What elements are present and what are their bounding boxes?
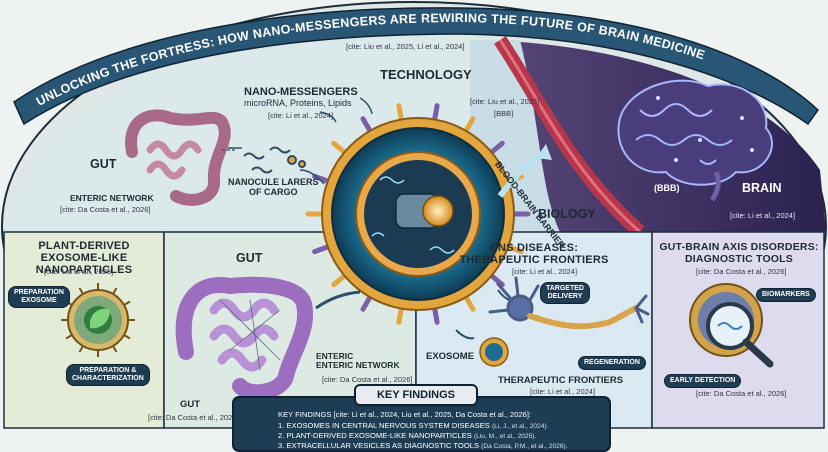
- targeted-delivery-badge: TARGETED DELIVERY: [540, 282, 590, 305]
- gba-panel-cite: [cite: Da Costa et al., 2026]: [696, 267, 787, 276]
- gut-panel-enteric-cite: [cite: Da Costa et al., 2026]: [322, 375, 413, 384]
- gut-label-top: GUT: [90, 157, 117, 171]
- bbb-paren-label: (BBB): [654, 183, 680, 193]
- nano-messengers-title: NANO-MESSENGERS: [244, 86, 358, 98]
- plant-panel-title: PLANT-DERIVED EXOSOME-LIKE NANOPARTICLES: [35, 240, 133, 277]
- biology-label: BIOLOGY: [538, 207, 596, 221]
- key-finding-source: (Da Costa, P.M., et al., 2026).: [481, 443, 568, 450]
- flow-arrows: [228, 97, 523, 340]
- bbb-tag: [BBB]: [494, 109, 514, 118]
- gut-panel-enteric: ENTERIC ENTERIC NETWORK: [316, 351, 400, 371]
- key-findings-header: KEY FINDINGS [cite: Li et al., 2024, Liu…: [278, 410, 532, 419]
- bbb-cite: [cite: Liu et al., 2025]: [470, 97, 540, 106]
- early-detection-badge: EARLY DETECTION: [664, 374, 742, 389]
- banner-ribbon: [13, 7, 819, 126]
- diagnostic-illustration: [689, 283, 774, 368]
- cns-exosome-label: EXOSOME: [426, 351, 475, 362]
- therapeutic-frontiers-label: THERAPEUTIC FRONTIERS: [498, 375, 624, 386]
- key-findings-tab: KEY FINDINGS: [354, 384, 478, 406]
- nano-messengers-cite: [cite: Li et al., 2024]: [268, 111, 334, 120]
- gut-panel-gut2: GUT: [180, 399, 201, 410]
- key-finding-item: 3. EXTRACELLULAR VESICLES AS DIAGNOSTIC …: [278, 441, 568, 450]
- early-detection-cite: [cite: Da Costa et al., 2026]: [696, 389, 787, 398]
- key-finding-item: 1. EXOSOMES IN CENTRAL NERVOUS SYSTEM DI…: [278, 421, 548, 430]
- key-finding-text: 1. EXOSOMES IN CENTRAL NERVOUS SYSTEM DI…: [278, 421, 490, 430]
- nano-messengers-subtitle: microRNA, Proteins, Lipids: [244, 98, 352, 108]
- gut-panel-gut2-cite: [cite: Da Costa et al., 2026]: [148, 413, 239, 422]
- exosome-vesicle: [305, 103, 531, 325]
- gut-illustration-bottom: [175, 276, 314, 401]
- brain-sparkles: [656, 96, 754, 162]
- brain-cite: [cite: Li et al., 2024]: [730, 211, 796, 220]
- banner-cite: [cite: Liu et al., 2025, Li et al., 2024…: [346, 42, 465, 51]
- cns-exosome-small: [479, 337, 509, 367]
- enteric-label-top: ENTERIC NETWORK: [70, 193, 154, 203]
- gut-panel-title: GUT: [236, 251, 263, 265]
- key-finding-text: 3. EXTRACELLULAR VESICLES AS DIAGNOSTIC …: [278, 441, 480, 450]
- brain-label: BRAIN: [742, 181, 782, 195]
- therapeutic-frontiers-cite: [cite: Li et al., 2024]: [530, 387, 596, 396]
- cargo-squiggles: [222, 146, 306, 174]
- cargo-label: NANOCULE LARERS OF CARGO: [228, 177, 319, 197]
- plant-exosome-illustration: [61, 283, 135, 357]
- prep-exosome-badge: PREPARATION EXOSOME: [8, 286, 70, 309]
- prep-characterization-badge: PREPARATION & CHARACTERIZATION: [66, 364, 150, 387]
- key-finding-source: (Liu, M., et al., 2025).: [473, 433, 537, 440]
- cns-panel-cite: [cite: Li et al., 2024]: [512, 267, 578, 276]
- key-finding-text: 2. PLANT-DERIVED EXOSOME-LIKE NANOPARTIC…: [278, 431, 472, 440]
- brain-illustration: [617, 79, 773, 202]
- key-finding-source: (Li, J., et al., 2024).: [491, 423, 549, 430]
- technology-label: TECHNOLOGY: [380, 67, 472, 82]
- regeneration-badge: REGENERATION: [578, 356, 646, 371]
- gba-panel-title: GUT-BRAIN AXIS DISORDERS: DIAGNOSTIC TOO…: [659, 241, 819, 265]
- neuron-illustration: [488, 276, 650, 330]
- biomarkers-badge: BIOMARKERS: [756, 288, 816, 303]
- enteric-cite-top: [cite: Da Costa et al., 2026]: [60, 205, 151, 214]
- cns-panel-title: CNS DISEASES: THERAPEUTIC FRONTIERS: [459, 242, 609, 267]
- key-finding-item: 2. PLANT-DERIVED EXOSOME-LIKE NANOPARTIC…: [278, 431, 536, 440]
- gut-illustration-top: [125, 109, 231, 206]
- plant-panel-cite: [cite: Liu et al., 2025]: [44, 267, 114, 276]
